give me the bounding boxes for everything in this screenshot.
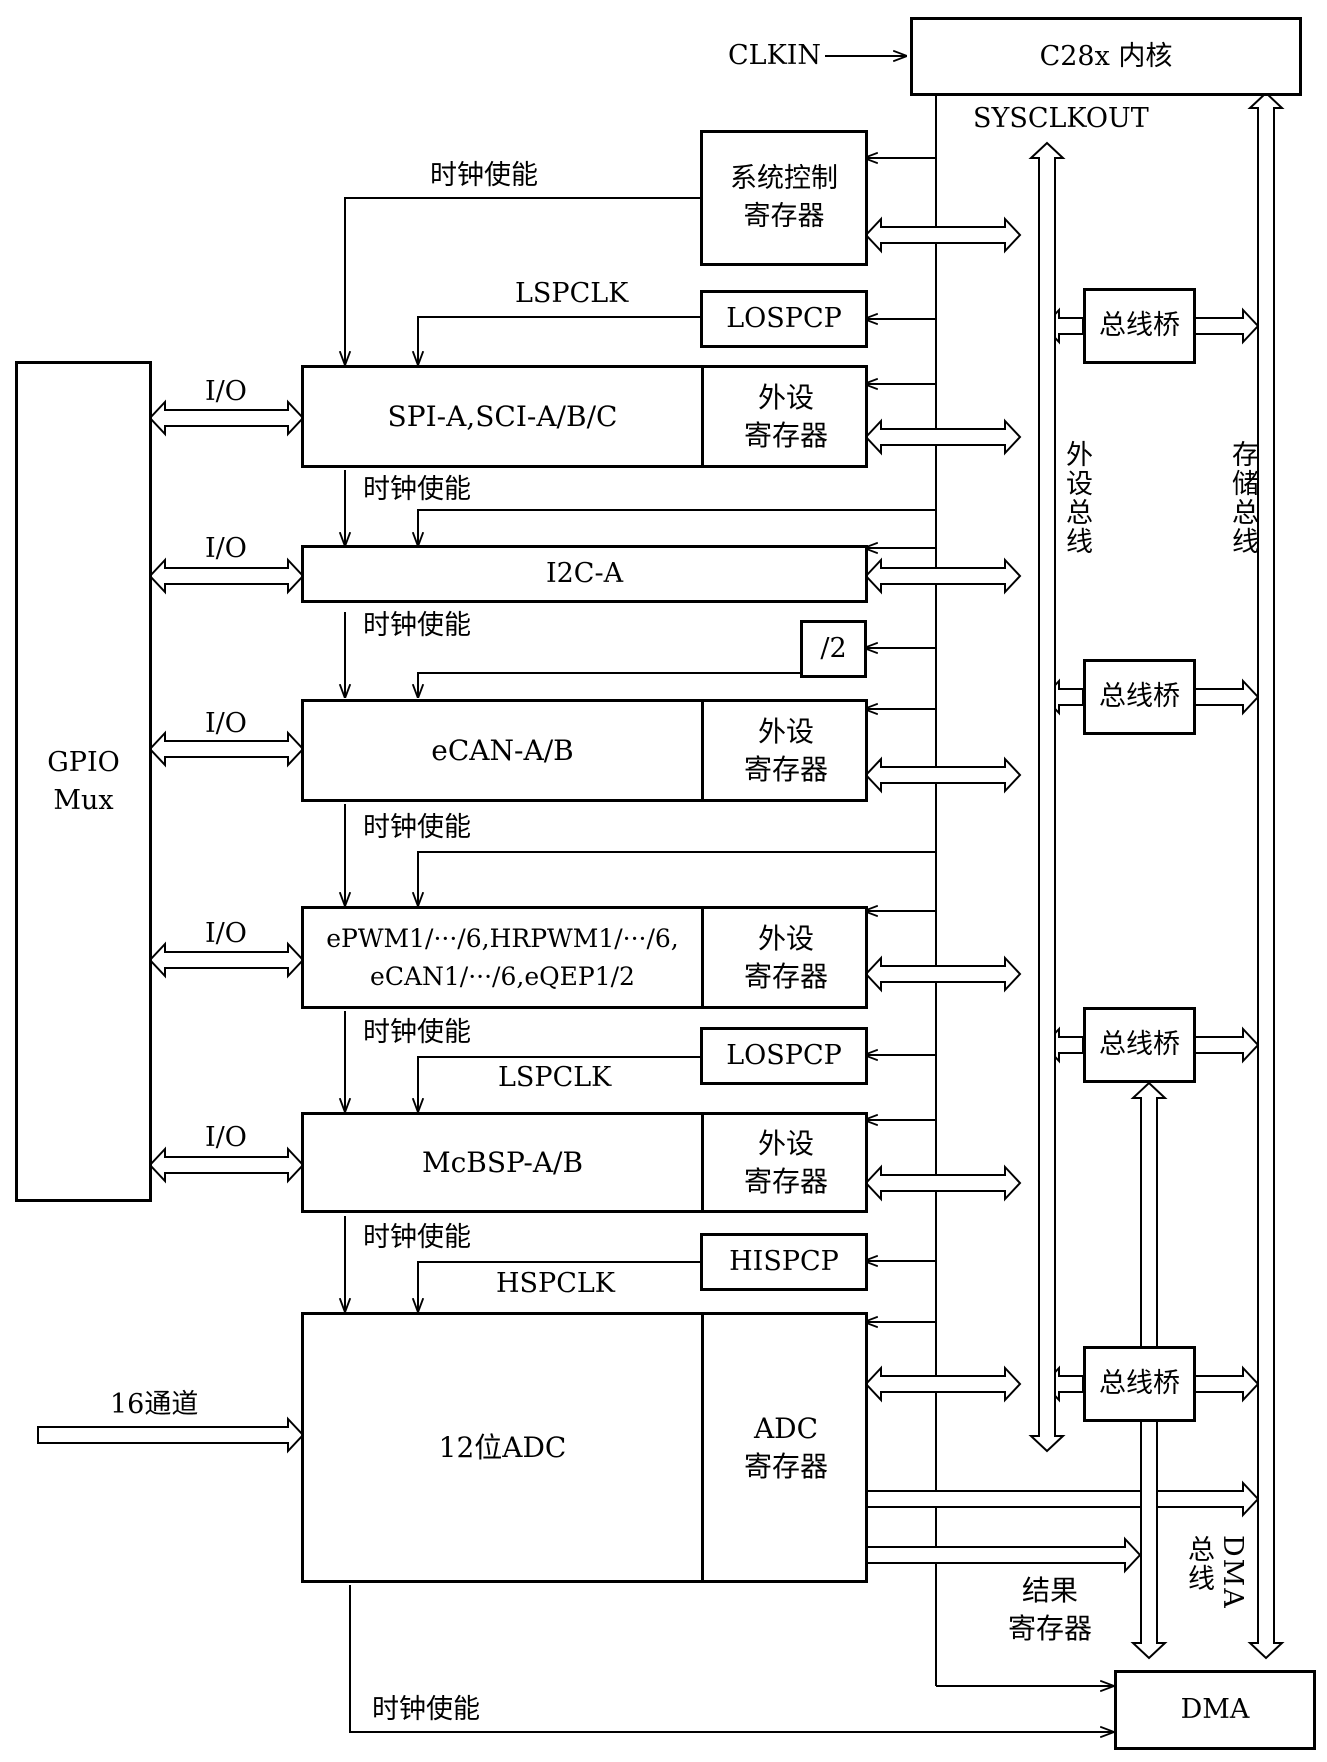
clock-enable-line <box>345 197 704 364</box>
i2c-name: I2C-A <box>545 558 624 589</box>
reg-bus-arrow <box>864 1164 1022 1202</box>
clock-enable-label: 时钟使能 <box>363 1017 471 1048</box>
periph-register: 外设 寄存器 <box>701 909 868 1006</box>
hispcp-label: HISPCP <box>729 1246 839 1277</box>
hispcp-box: HISPCP <box>700 1233 868 1291</box>
ecan-name: eCAN-A/B <box>431 733 574 767</box>
ecan-module: eCAN-A/B 外设 寄存器 <box>301 699 868 802</box>
reg-bus-arrow <box>864 418 1022 456</box>
lospcp-box: LOSPCP <box>700 290 868 348</box>
dma-controller: DMA <box>1114 1670 1316 1750</box>
bus-bridge: 总线桥 <box>1083 1346 1196 1422</box>
sysclkout-label: SYSCLKOUT <box>973 103 1149 134</box>
dma-label: DMA <box>1180 1694 1250 1725</box>
result-register-label: 结果 寄存器 <box>1007 1574 1092 1645</box>
spi-sci-module: SPI-A,SCI-A/B/C 外设 寄存器 <box>301 365 868 468</box>
div2-line <box>418 672 804 697</box>
mcbsp-name: McBSP-A/B <box>421 1145 584 1179</box>
gpio-mux: GPIO Mux <box>15 361 152 1202</box>
reg-bus-arrow <box>864 216 1022 254</box>
clock-enable-label: 时钟使能 <box>363 812 471 843</box>
lspclk-line <box>418 316 704 364</box>
clock-enable-label: 时钟使能 <box>430 160 538 191</box>
adc-input-label: 16通道 <box>110 1389 199 1420</box>
bus-bridge: 总线桥 <box>1083 1007 1196 1083</box>
clock-enable-label: 时钟使能 <box>363 474 471 505</box>
bus-bridge: 总线桥 <box>1083 659 1196 735</box>
reg-bus-arrow <box>864 1365 1022 1403</box>
adc-dma-arrow <box>865 1536 1142 1574</box>
sys-ctrl-label: 系统控制 寄存器 <box>730 163 838 232</box>
i2c-sysclk <box>418 509 936 545</box>
clock-enable-label: 时钟使能 <box>372 1694 480 1725</box>
adc-input-arrow <box>37 1416 305 1454</box>
bridge-arrow <box>1193 678 1260 716</box>
bus-bridge: 总线桥 <box>1083 288 1196 364</box>
io-label: I/O <box>205 376 247 407</box>
spi-sci-name: SPI-A,SCI-A/B/C <box>387 399 618 433</box>
memory-bus <box>1247 91 1285 1660</box>
reg-bus-arrow <box>864 955 1022 993</box>
adc-mem-arrow <box>865 1480 1260 1518</box>
bus-bridge-label: 总线桥 <box>1099 310 1180 341</box>
reg-bus-arrow <box>864 557 1022 595</box>
system-control-register: 系统控制 寄存器 <box>700 130 868 266</box>
clkin-label: CLKIN <box>728 40 822 71</box>
memory-bus-label: 存储总线 <box>1227 440 1258 556</box>
div2-box: /2 <box>800 620 867 678</box>
bus-bridge-label: 总线桥 <box>1099 681 1180 712</box>
ecan-sysclk <box>418 851 936 905</box>
io-label: I/O <box>205 533 247 564</box>
lospcp-box: LOSPCP <box>700 1027 868 1085</box>
io-label: I/O <box>205 1122 247 1153</box>
adc-name: 12位ADC <box>438 1430 567 1464</box>
bridge-arrow <box>1193 307 1260 345</box>
i2c-module: I2C-A <box>301 545 868 603</box>
epwm-module: ePWM1/···/6,HRPWM1/···/6, eCAN1/···/6,eQ… <box>301 906 868 1009</box>
adc-register: ADC 寄存器 <box>701 1315 868 1580</box>
io-label: I/O <box>205 708 247 739</box>
hspclk-line <box>418 1261 704 1311</box>
lspclk-label: LSPCLK <box>515 278 629 309</box>
peripheral-bus <box>1028 141 1066 1453</box>
bridge-arrow <box>1193 1026 1260 1064</box>
periph-register: 外设 寄存器 <box>701 368 868 465</box>
hspclk-label: HSPCLK <box>496 1268 615 1299</box>
c28x-core: C28x 内核 <box>910 17 1302 96</box>
div2-label: /2 <box>820 633 847 664</box>
bridge-arrow <box>1193 1365 1260 1403</box>
bus-bridge-label: 总线桥 <box>1099 1029 1180 1060</box>
core-label: C28x 内核 <box>1039 40 1173 72</box>
mcbsp-module: McBSP-A/B 外设 寄存器 <box>301 1112 868 1213</box>
dma-bus-label: DMA 总线 <box>1183 1535 1248 1610</box>
lspclk-label: LSPCLK <box>498 1062 612 1093</box>
clock-enable-label: 时钟使能 <box>363 610 471 641</box>
periph-register: 外设 寄存器 <box>701 1115 868 1210</box>
clock-enable-line <box>349 1585 1113 1732</box>
lospcp-label: LOSPCP <box>726 303 842 334</box>
lospcp-label: LOSPCP <box>726 1040 842 1071</box>
bus-bridge-label: 总线桥 <box>1099 1368 1180 1399</box>
gpio-label: GPIO Mux <box>47 746 120 816</box>
clock-enable-label: 时钟使能 <box>363 1222 471 1253</box>
peripheral-bus-label: 外设总线 <box>1061 440 1092 556</box>
io-label: I/O <box>205 918 247 949</box>
periph-register: 外设 寄存器 <box>701 702 868 799</box>
epwm-name: ePWM1/···/6,HRPWM1/···/6, eCAN1/···/6,eQ… <box>326 923 679 991</box>
lspclk-line <box>418 1056 704 1111</box>
reg-bus-arrow <box>864 756 1022 794</box>
adc-module: 12位ADC ADC 寄存器 <box>301 1312 868 1583</box>
